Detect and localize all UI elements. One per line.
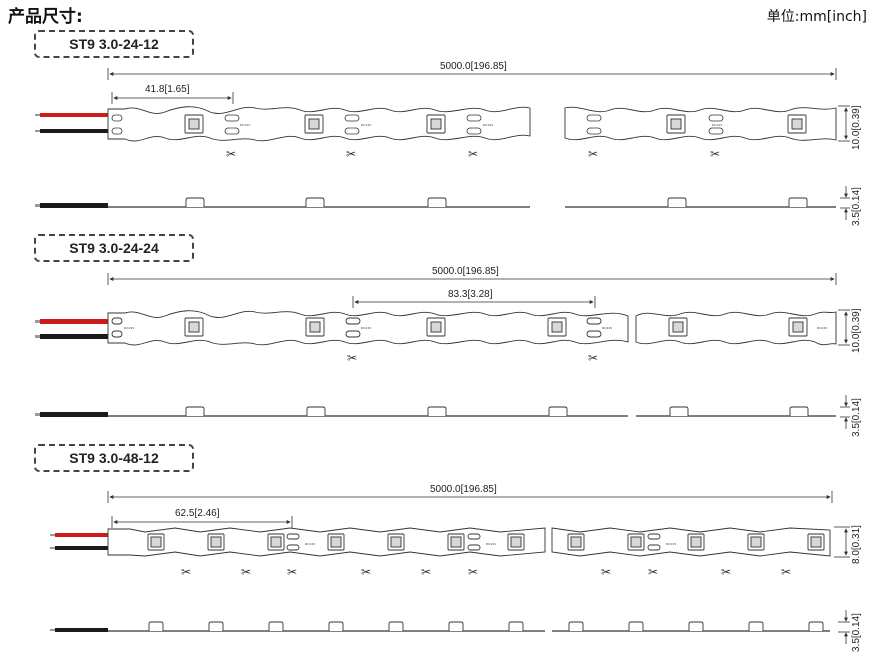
total-length-dim-1: 5000.0[196.85]: [440, 61, 507, 72]
scissors-icon: ✂: [721, 565, 731, 579]
svg-text:DC12V: DC12V: [712, 123, 723, 127]
scissors-icon: ✂: [361, 565, 371, 579]
scissors-icon: ✂: [226, 147, 236, 161]
black-wire: [40, 129, 108, 133]
scissors-icon: ✂: [588, 351, 598, 365]
svg-text:DC12V: DC12V: [486, 542, 497, 546]
svg-text:DC12V: DC12V: [240, 123, 251, 127]
section-1-drawing: 5000.0[196.85] 41.8[1.65]: [35, 61, 862, 226]
svg-text:DC12V: DC12V: [361, 123, 372, 127]
svg-text:DC24V: DC24V: [124, 326, 135, 330]
scissors-icon: ✂: [181, 565, 191, 579]
width-dim-3: 8.0[0.31]: [851, 525, 862, 564]
scissors-icon: ✂: [781, 565, 791, 579]
svg-text:DC24V: DC24V: [361, 326, 372, 330]
model-title-2: ST9 3.0-24-24: [34, 234, 194, 262]
scissors-icon: ✂: [468, 565, 478, 579]
svg-text:DC24V: DC24V: [602, 326, 613, 330]
scissors-icon: ✂: [346, 147, 356, 161]
total-length-dim-3: 5000.0[196.85]: [430, 484, 497, 495]
units-label: 单位:mm[inch]: [766, 9, 867, 25]
svg-text:DC24V: DC24V: [817, 326, 828, 330]
scissors-icon: ✂: [421, 565, 431, 579]
strip-segment-b: [564, 106, 837, 141]
section-3-drawing: 5000.0[196.85] 62.5[2.46]: [50, 484, 862, 652]
model-title-1: ST9 3.0-24-12: [34, 30, 194, 58]
width-dim-1: 10.0[0.39]: [851, 105, 862, 150]
height-dim-2: 3.5[0.14]: [851, 398, 862, 437]
svg-text:DC12V: DC12V: [483, 123, 494, 127]
model-title-3: ST9 3.0-48-12: [34, 444, 194, 472]
pitch-dim-3: 62.5[2.46]: [175, 508, 220, 519]
red-wire: [40, 113, 108, 117]
svg-text:DC12V: DC12V: [305, 542, 316, 546]
scissors-icon: ✂: [648, 565, 658, 579]
scissors-icon: ✂: [241, 565, 251, 579]
section-2-drawing: 5000.0[196.85] 83.3[3.28] DC24V DC24V DC…: [35, 266, 862, 437]
pitch-dim-1: 41.8[1.65]: [145, 84, 190, 95]
scissors-icon: ✂: [347, 351, 357, 365]
scissors-icon: ✂: [601, 565, 611, 579]
total-length-dim-2: 5000.0[196.85]: [432, 266, 499, 277]
scissors-icon: ✂: [710, 147, 720, 161]
scissors-icon: ✂: [588, 147, 598, 161]
pitch-dim-2: 83.3[3.28]: [448, 289, 493, 300]
scissors-icon: ✂: [287, 565, 297, 579]
page-title: 产品尺寸:: [8, 7, 83, 27]
width-dim-2: 10.0[0.39]: [851, 308, 862, 353]
height-dim-1: 3.5[0.14]: [851, 187, 862, 226]
svg-text:DC12V: DC12V: [666, 542, 677, 546]
scissors-icon: ✂: [468, 147, 478, 161]
height-dim-3: 3.5[0.14]: [851, 613, 862, 652]
